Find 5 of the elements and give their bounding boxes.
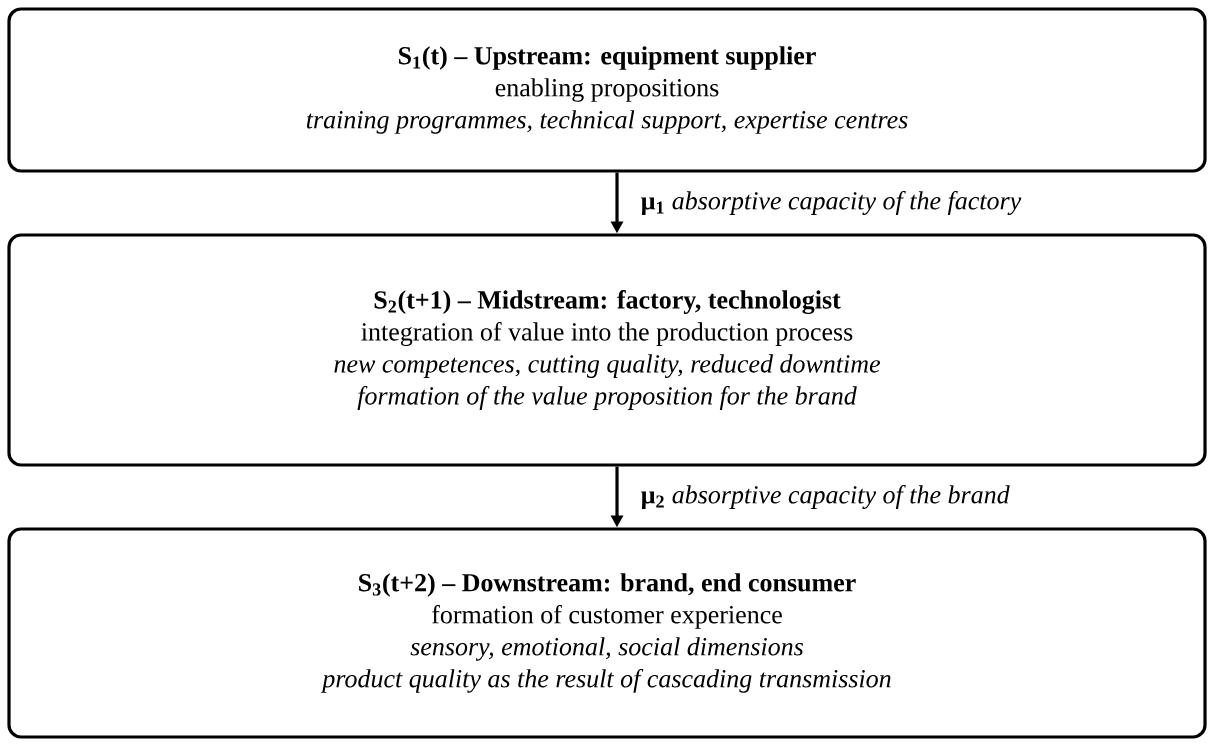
edge-label: μ$_{1}$ absorptive capacity of the factory [641,191,1022,215]
edge-label: μ$_{2}$ absorptive capacity of the brand [641,485,1010,509]
stage-box: S$_{1}$(t) – Upstream: equipment supplier enabling propositions training programmes, technical support, expertise centres [7,7,1207,173]
stage-box: S$_{3}$(t+2) – Downstream: brand, end consumer formation of customer experience sensory, emotional, social dimensions product quality as the result of cascading transmission [7,527,1207,739]
stage-box: S$_{2}$(t+1) – Midstream: factory, technologist integration of value into the production process new competences, cutting quality, reduced downtime formation of the value proposition for the brand [7,233,1207,467]
